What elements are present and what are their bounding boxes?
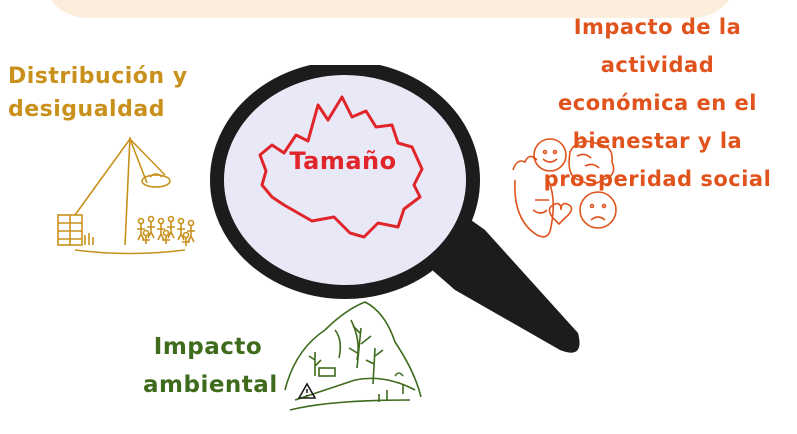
label-impacto-economico-line2: económica en el [558,91,757,115]
label-impacto-economico-line3: bienestar y la [572,129,743,153]
label-impacto-economico-line4: prosperidad social [543,167,772,191]
label-impacto-ambiental-line1: Impacto [153,334,263,360]
label-impacto-economico: Impacto de la actividad económica en el … [520,8,795,198]
landscape-icon [284,301,422,411]
balance-scale-icon [57,136,195,255]
label-distribucion: Distribución y desigualdad [8,60,188,126]
label-tamano: Tamaño [289,147,397,175]
magnifying-glass-icon [210,65,580,353]
warning-icon [297,382,317,399]
label-distribucion-line1: Distribución y [8,64,188,89]
magnifier-lens [210,65,480,299]
top-decorative-band [40,0,740,18]
label-distribucion-line2: desigualdad [8,97,165,122]
label-impacto-ambiental-line2: ambiental [143,372,278,398]
label-impacto-ambiental: Impacto ambiental [143,328,278,404]
faces-brain-icon [512,138,617,238]
territory-outline [258,95,424,239]
label-impacto-economico-line1: Impacto de la actividad [573,15,742,77]
